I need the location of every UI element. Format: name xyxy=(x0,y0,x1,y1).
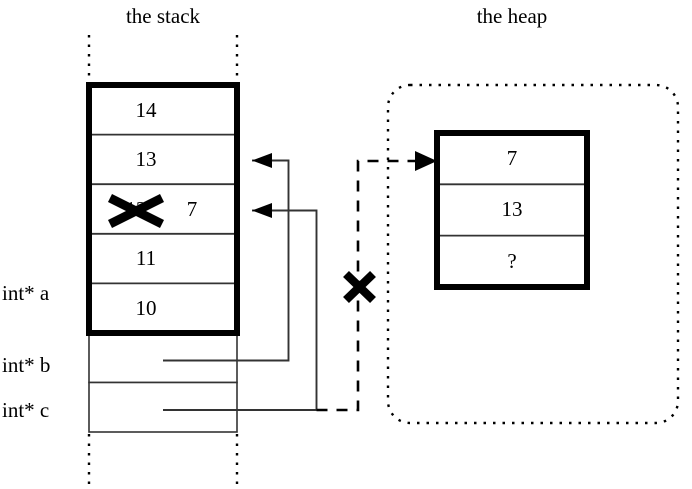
heap-cell-value-0: 7 xyxy=(506,146,518,170)
stack-cell-value-2-replacement: 7 xyxy=(186,197,198,221)
stack-title: the stack xyxy=(125,4,201,28)
stack-var-label-a: int* a xyxy=(2,281,50,305)
heap-cell-value-2: ? xyxy=(507,249,517,273)
stack-var-label-c: int* c xyxy=(2,398,50,422)
heap-title: the heap xyxy=(476,4,548,28)
struck-value-x-icon xyxy=(107,193,165,229)
stack-cell-value-0: 14 xyxy=(135,98,157,122)
heap-region-outline xyxy=(386,83,680,425)
stack-var-label-b: int* b xyxy=(2,353,51,377)
stack-dotted-extent-bottom xyxy=(87,434,239,489)
stack-cell-value-4: 10 xyxy=(135,296,157,320)
stack-dotted-extent-top xyxy=(87,35,239,84)
dangling-pointer-edge xyxy=(316,151,437,412)
pointer-b-edge xyxy=(163,153,290,362)
stack-cell-value-3: 11 xyxy=(135,246,157,270)
stack-frame-box xyxy=(86,82,240,336)
stack-cell-value-1: 13 xyxy=(135,147,157,171)
heap-cell-value-1: 13 xyxy=(501,197,523,221)
heap-allocation-box xyxy=(434,130,590,290)
pointer-c-edge xyxy=(163,203,318,411)
stack-pointer-slots xyxy=(88,332,238,433)
stack-cell-value-2-struck: 12 xyxy=(125,197,147,221)
invalid-pointer-x-icon xyxy=(343,270,376,304)
